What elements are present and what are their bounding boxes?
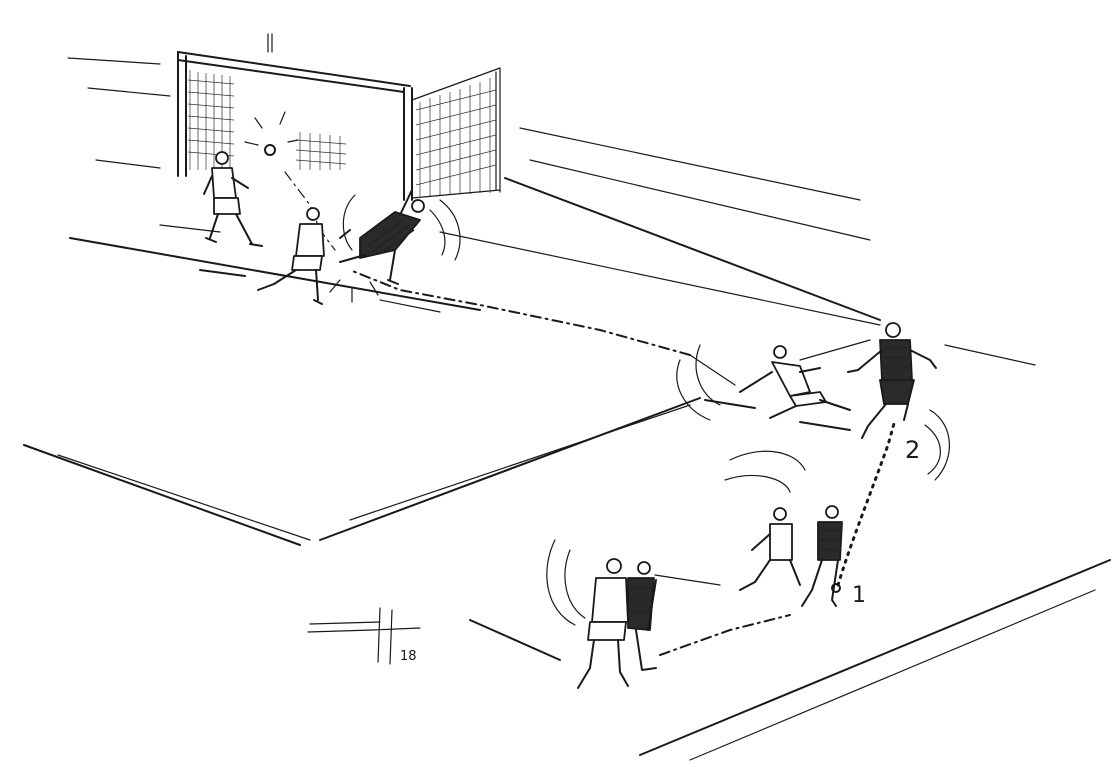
pass-label-one: 1: [852, 583, 866, 608]
winger-dark: [847, 322, 937, 439]
goal: [177, 33, 501, 201]
artist-signature: 18: [307, 607, 421, 665]
goal-net: [187, 70, 497, 196]
motion-arcs: [244, 111, 950, 626]
ball-trajectories: [284, 171, 897, 656]
sliding-defender: [739, 345, 851, 419]
dribbling-pair: [739, 505, 843, 607]
pass-label-two: 2: [905, 436, 920, 464]
defender-goalmouth: [257, 207, 325, 305]
ball: [264, 144, 276, 156]
goalkeeper: [203, 151, 263, 247]
signature-year: 18: [400, 649, 417, 664]
bottom-pair: [577, 558, 657, 689]
diving-striker: [339, 189, 425, 285]
pitch-lines: [23, 57, 1111, 761]
